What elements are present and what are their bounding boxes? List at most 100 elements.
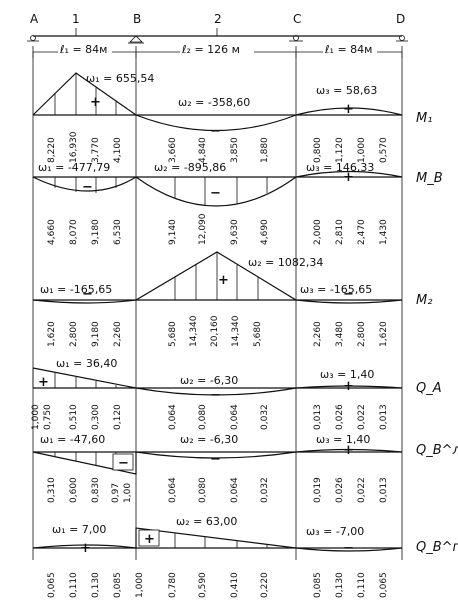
ordinate-value: 4,690: [260, 219, 270, 245]
omega-3: ω₃ = -7,00: [306, 525, 364, 538]
sign-minus: −: [343, 287, 354, 302]
row-label: Q_B^пр: [416, 540, 458, 555]
ordinate-value: 0,300: [91, 404, 101, 430]
row-label: M_B: [416, 171, 443, 186]
support-d-icon: [396, 35, 408, 42]
ordinate-value: 9,180: [91, 219, 101, 245]
row-m2-ordinate-values: 1,620 2,800 9,180 2,260 5,680 14,340 20,…: [47, 315, 389, 347]
ordinate-value: 2,260: [113, 321, 123, 347]
span-dividers: [32, 52, 403, 560]
sign-plus: +: [90, 95, 101, 110]
row-label: Q_A: [416, 381, 442, 396]
row-label: Q_B^л: [416, 443, 458, 458]
ordinate-value: 1,430: [379, 219, 389, 245]
sign-minus: −: [210, 124, 221, 139]
ordinate-value: 1,880: [260, 137, 270, 163]
ordinate-value: 20,160: [210, 315, 220, 347]
ordinate-ticks: [174, 533, 268, 548]
sign-plus: +: [343, 102, 354, 117]
ordinate-value: 0,130: [335, 572, 345, 598]
support-label-d: D: [396, 12, 405, 26]
sign-minus: −: [210, 452, 221, 467]
ordinate-value: 8,070: [69, 219, 79, 245]
omega-1: ω₁ = -165,65: [40, 283, 112, 296]
omega-1: ω₁ = -47,60: [40, 433, 105, 446]
ordinate-value: 5,680: [253, 321, 263, 347]
omega-2: ω₂ = -6,30: [180, 433, 238, 446]
ordinate-value: 1,000: [357, 137, 367, 163]
ordinate-value: 3,850: [230, 137, 240, 163]
ordinate-value: 0,026: [335, 477, 345, 503]
ordinate-value: 2,260: [313, 321, 323, 347]
ordinate-value: 0,750: [43, 404, 53, 430]
row-m2: − + − ω₁ = -165,65 ω₂ = 1082,34 ω₃ = -16…: [32, 251, 432, 308]
row-mb: − − + ω₁ = -477,79 ω₂ = -895,86 ω₃ = 146…: [32, 161, 443, 207]
span-1-label: ℓ₁ = 84м: [59, 43, 107, 56]
ordinate-value: 0,080: [198, 404, 208, 430]
ordinate-value: 0,830: [91, 477, 101, 503]
omega-1: ω₁ = 7,00: [52, 523, 106, 536]
row-m1-ordinate-values: 8,220 16,930 3,770 4,100 3,660 4,840 3,8…: [47, 131, 389, 163]
sign-plus: +: [343, 379, 354, 394]
sign-plus: +: [218, 273, 229, 288]
ordinate-value: 3,480: [335, 321, 345, 347]
ordinate-value: 0,410: [230, 572, 240, 598]
omega-2: ω₂ = 1082,34: [248, 256, 323, 269]
ordinate-value: 0,032: [260, 477, 270, 503]
ordinate-value: 0,110: [69, 572, 79, 598]
row-mb-ordinate-values: 4,660 8,070 9,180 6,530 9,140 12,090 9,6…: [47, 213, 389, 245]
ordinate-value: 9,140: [168, 219, 178, 245]
ordinate-value: 9,180: [91, 321, 101, 347]
ordinate-value: 0,130: [91, 572, 101, 598]
row-qa: + − + ω₁ = 36,40 ω₂ = -6,30 ω₃ = 1,40 Q_…: [32, 357, 442, 403]
ordinate-ticks: [54, 373, 117, 388]
ordinate-value: 6,530: [113, 219, 123, 245]
row-qb-right: + + − ω₁ = 7,00 ω₂ = 63,00 ω₃ = -7,00 Q_…: [32, 515, 458, 556]
sign-minus: −: [210, 186, 221, 201]
omega-3: ω₃ = 58,63: [316, 84, 377, 97]
support-label-a: A: [30, 12, 39, 26]
omega-1: ω₁ = 655,54: [86, 72, 154, 85]
omega-1: ω₁ = -477,79: [38, 161, 110, 174]
sign-plus: +: [144, 532, 155, 547]
ordinate-value: 0,013: [379, 477, 389, 503]
ordinate-value: 0,064: [230, 477, 240, 503]
ordinate-value: 0,085: [113, 572, 123, 598]
ordinate-value: 0,032: [260, 404, 270, 430]
row-qa-ordinate-values: 1,000 0,750 0,510 0,300 0,120 0,064 0,08…: [31, 404, 389, 430]
ordinate-value: 0,780: [168, 572, 178, 598]
support-label-c: C: [293, 12, 301, 26]
span-3-label: ℓ₁ = 84м: [324, 43, 372, 56]
ordinate-value: 5,680: [168, 321, 178, 347]
point-label-2: 2: [214, 12, 222, 26]
support-label-b: B: [133, 12, 141, 26]
ordinate-ticks: [54, 177, 268, 206]
sign-plus: +: [80, 541, 91, 556]
ordinate-value: 0,064: [230, 404, 240, 430]
ordinate-value: 0,065: [47, 572, 57, 598]
ordinate-value: 0,026: [335, 404, 345, 430]
influence-curve: [32, 170, 403, 207]
ordinate-value: 0,064: [168, 404, 178, 430]
ordinate-value: 14,340: [231, 315, 241, 347]
span-2-label: ℓ₂ = 126 м: [181, 43, 240, 56]
sign-minus: −: [343, 541, 354, 556]
omega-2: ω₂ = -895,86: [154, 161, 226, 174]
ordinate-value: 2,810: [335, 219, 345, 245]
ordinate-ticks: [174, 252, 259, 300]
row-label: M₁: [416, 111, 432, 126]
ordinate-value: 0,120: [113, 404, 123, 430]
row-qb-left-ordinate-values: 0,310 0,600 0,830 0,97 1,00 0,064 0,080 …: [47, 477, 389, 503]
sign-minus: −: [210, 388, 221, 403]
support-a-icon: [27, 35, 39, 42]
ordinate-value: 0,085: [313, 572, 323, 598]
omega-3: ω₃ = 146,33: [306, 161, 374, 174]
ordinate-value: 1,000: [135, 572, 145, 598]
ordinate-value: 3,770: [91, 137, 101, 163]
ordinate-value: 4,660: [47, 219, 57, 245]
influence-curve: [32, 367, 403, 396]
influence-curve: [32, 72, 403, 132]
ordinate-value: 2,800: [357, 321, 367, 347]
ordinate-value: 0,570: [379, 137, 389, 163]
